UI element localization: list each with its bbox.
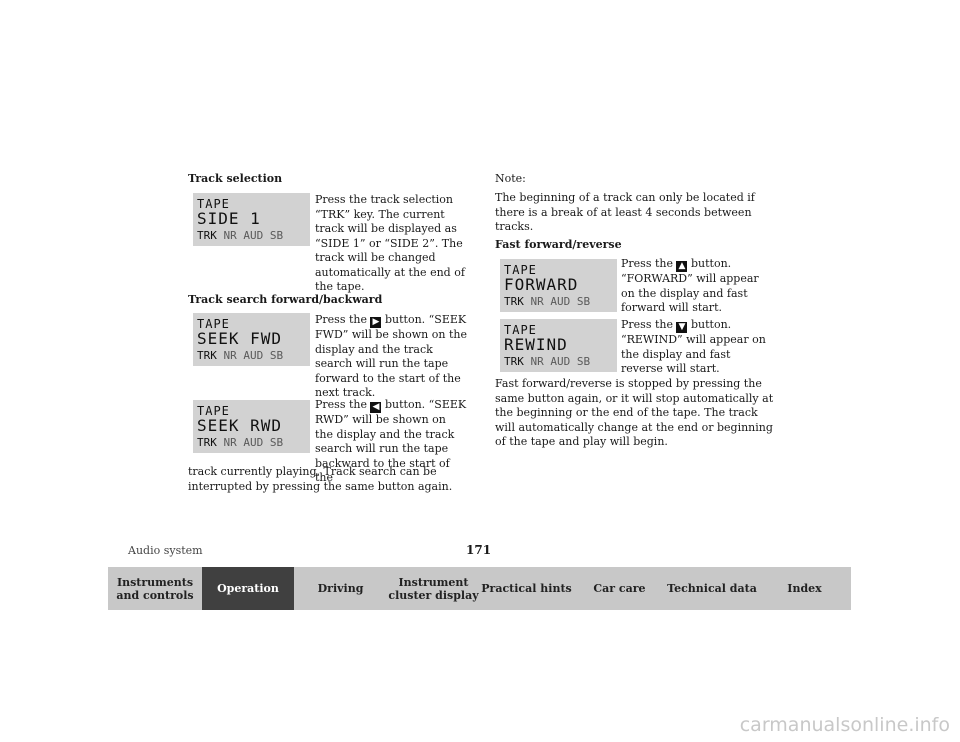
- note-label: Note:: [495, 172, 526, 185]
- page-number: 171: [466, 543, 492, 557]
- seek-rwd-text-continued: track currently playing. Track search ca…: [188, 465, 453, 493]
- display-line3: TRK NR AUD SB: [197, 229, 284, 242]
- track-selection-heading: Track selection: [188, 172, 283, 185]
- display-line2: SEEK RWD: [197, 416, 283, 435]
- stop-text: Fast forward/reverse is stopped by press…: [495, 377, 774, 448]
- display-line3: TRK NR AUD SB: [197, 436, 284, 449]
- tab-driving[interactable]: Driving: [294, 567, 387, 610]
- display-line2: SIDE 1: [197, 209, 261, 228]
- watermark: carmanualsonline.info: [739, 714, 950, 736]
- tab-operation[interactable]: Operation: [202, 567, 294, 610]
- display-line1: TAPE: [197, 197, 230, 211]
- display-line2: REWIND: [504, 335, 568, 354]
- display-line3: TRK NR AUD SB: [504, 295, 591, 308]
- display-line1: TAPE: [504, 323, 537, 337]
- tab-practical-hints[interactable]: Practical hints: [480, 567, 573, 610]
- fast-forward-heading: Fast forward/reverse: [495, 238, 622, 251]
- rewind-text: Press the ▼ button. “REWIND” will appear…: [621, 318, 766, 375]
- seek-fwd-text: Press the ▶ button. “SEEK FWD” will be s…: [315, 313, 467, 399]
- tape-display-seek-fwd: TAPE SEEK FWD TRK NR AUD SB: [193, 313, 310, 366]
- tab-instrument-cluster-display[interactable]: Instrument cluster display: [387, 567, 480, 610]
- display-line2: FORWARD: [504, 275, 579, 294]
- display-line1: TAPE: [197, 404, 230, 418]
- chapter-nav: Instruments and controls Operation Drivi…: [108, 567, 851, 610]
- tab-index[interactable]: Index: [758, 567, 851, 610]
- track-search-heading: Track search forward/backward: [188, 293, 383, 306]
- tab-technical-data[interactable]: Technical data: [666, 567, 758, 610]
- display-line3: TRK NR AUD SB: [197, 349, 284, 362]
- fast-forward-up-icon: ▲: [676, 261, 688, 272]
- tab-car-care[interactable]: Car care: [573, 567, 666, 610]
- tab-instruments-and-controls[interactable]: Instruments and controls: [108, 567, 202, 610]
- rewind-down-icon: ▼: [676, 322, 688, 333]
- note-text: The beginning of a track can only be loc…: [495, 191, 755, 233]
- display-line1: TAPE: [504, 263, 537, 277]
- tape-display-forward: TAPE FORWARD TRK NR AUD SB: [500, 259, 617, 312]
- track-selection-text: Press the track selection “TRK” key. The…: [315, 193, 465, 293]
- display-line2: SEEK FWD: [197, 329, 283, 348]
- tape-display-side1: TAPE SIDE 1 TRK NR AUD SB: [193, 193, 310, 246]
- seek-rwd-text: Press the ◀ button. “SEEK RWD” will be s…: [315, 398, 467, 484]
- section-label: Audio system: [128, 544, 203, 557]
- display-line1: TAPE: [197, 317, 230, 331]
- skip-back-icon: ◀: [370, 402, 382, 413]
- tape-display-rewind: TAPE REWIND TRK NR AUD SB: [500, 319, 617, 372]
- skip-forward-icon: ▶: [370, 317, 382, 328]
- display-line3: TRK NR AUD SB: [504, 355, 591, 368]
- forward-text: Press the ▲ button. “FORWARD” will appea…: [621, 257, 759, 314]
- tape-display-seek-rwd: TAPE SEEK RWD TRK NR AUD SB: [193, 400, 310, 453]
